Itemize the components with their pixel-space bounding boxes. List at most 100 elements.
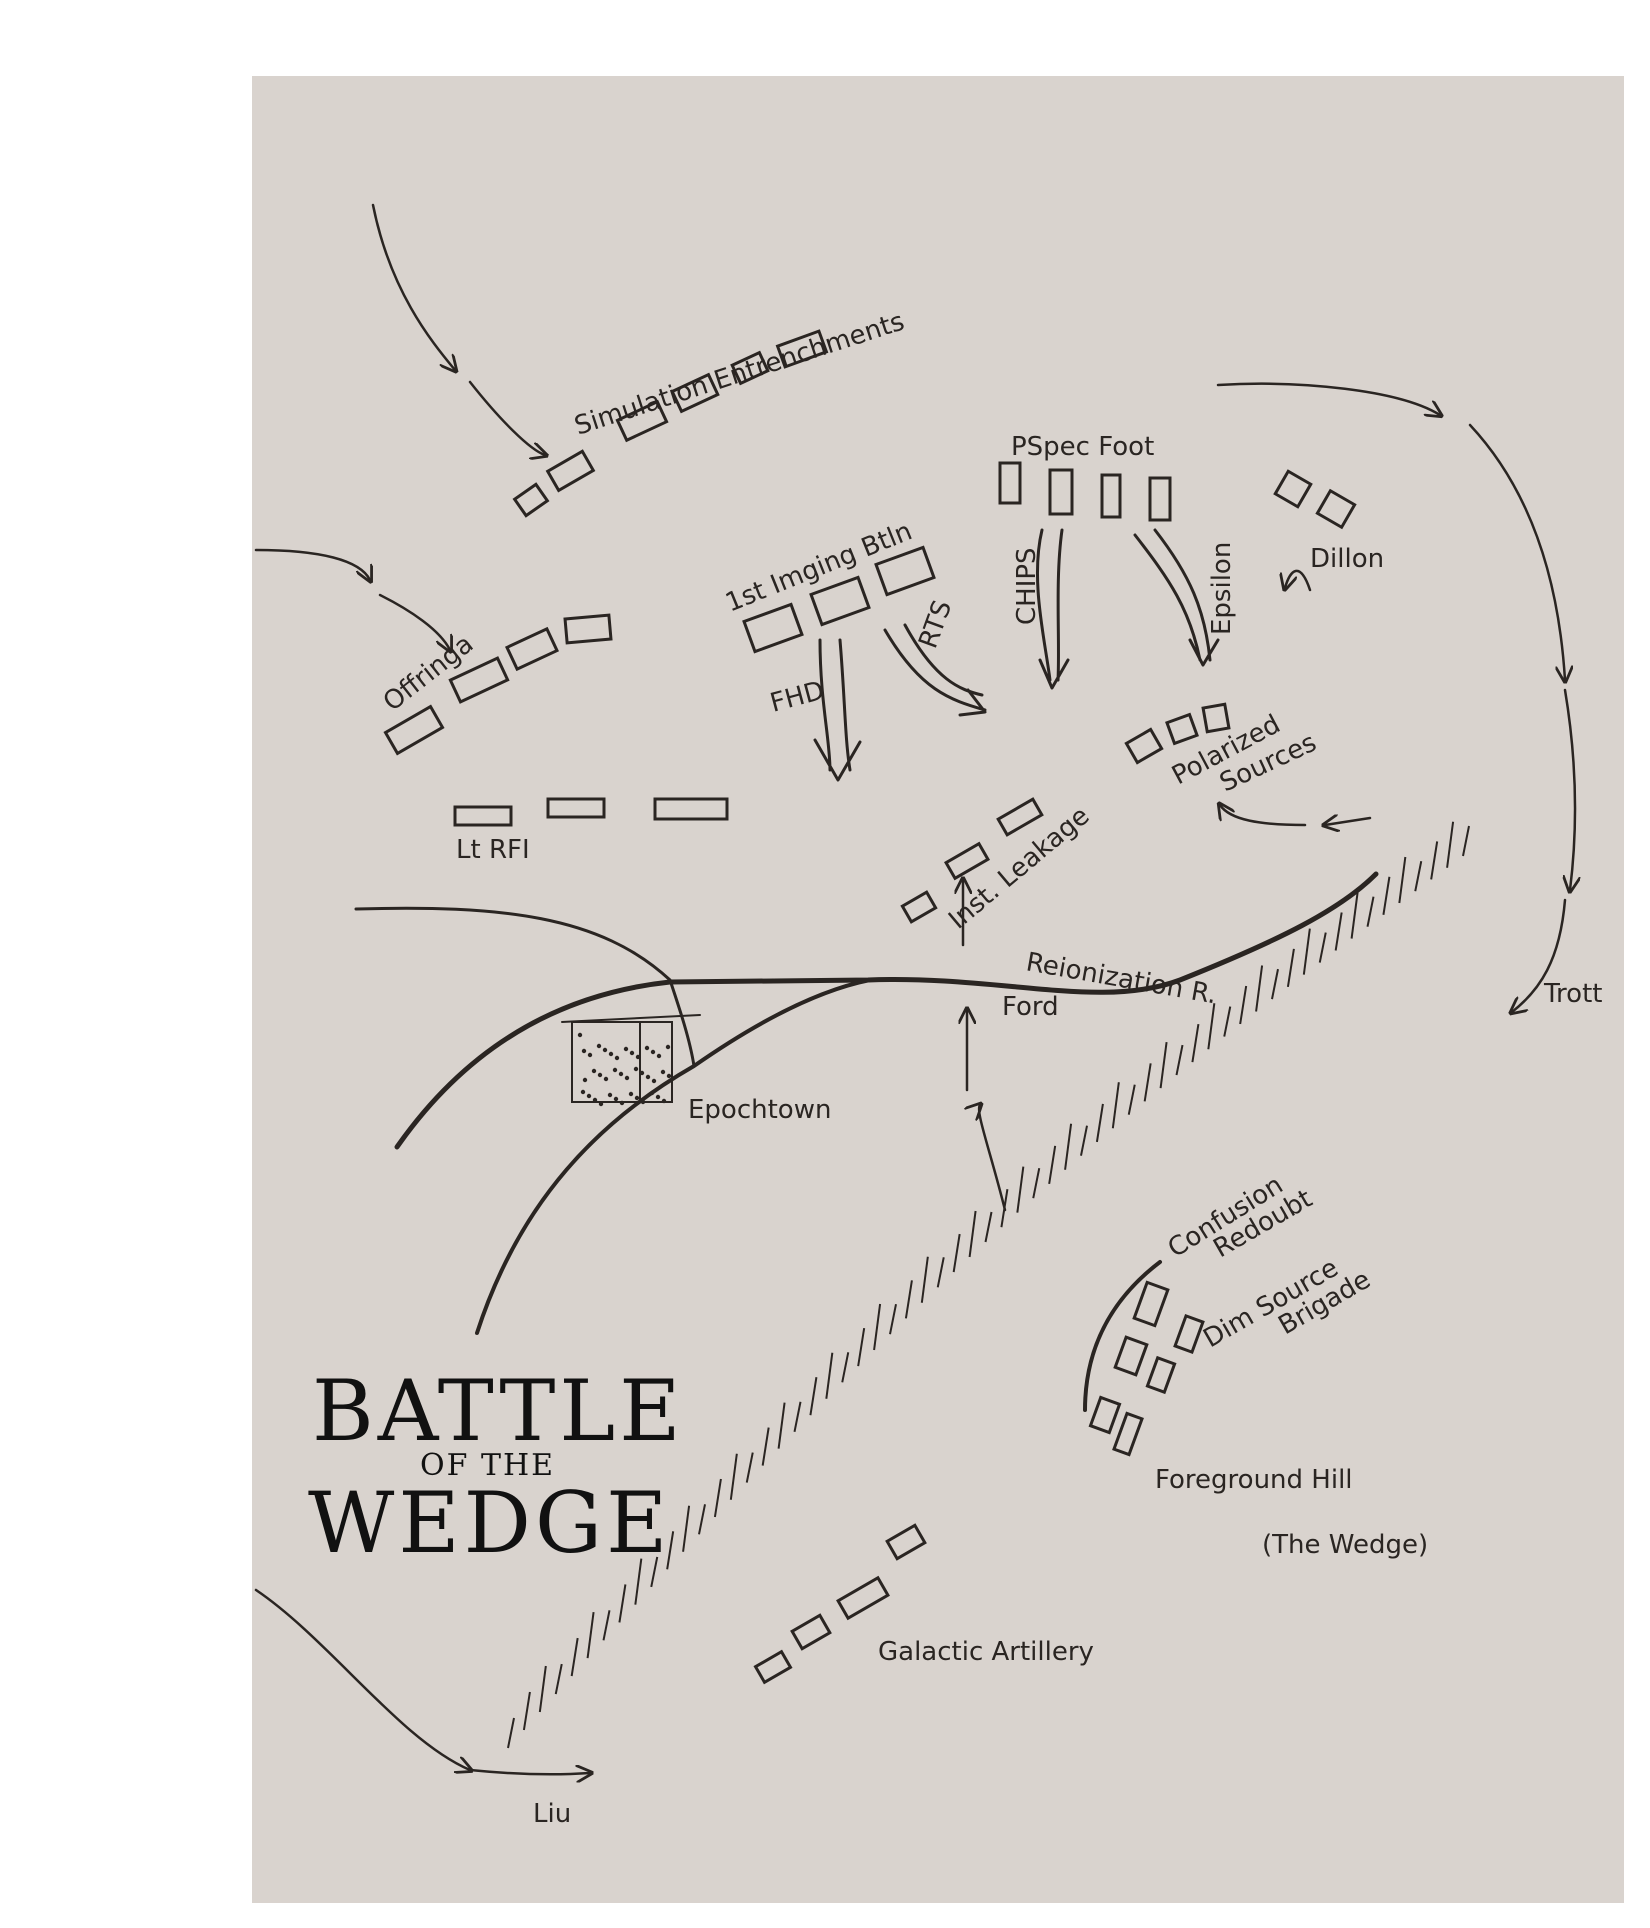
ridge-hatch-mark [1271, 968, 1279, 1000]
ridge-hatch-mark [1255, 965, 1264, 1012]
ridge-hatch-mark [809, 1377, 818, 1416]
ridge-hatch-mark [1048, 1145, 1057, 1185]
town-dot [623, 1046, 629, 1052]
town-dot [613, 1096, 619, 1102]
ridge-hatch-mark [1175, 1044, 1184, 1076]
paper-sheet [252, 76, 1624, 1903]
ridge-hatch-mark [522, 1691, 531, 1731]
ridge-hatch-mark [1064, 1123, 1073, 1170]
town-dot [633, 1066, 639, 1072]
town-dot [666, 1073, 672, 1079]
label-epochtown: Epochtown [688, 1095, 831, 1125]
label-pspec-foot: PSpec Foot [1011, 432, 1154, 462]
ridge-hatch-mark [777, 1402, 786, 1449]
town-dot [614, 1055, 620, 1061]
town-dot [581, 1048, 587, 1054]
ridge-hatch-mark [650, 1556, 659, 1588]
town-dot [596, 1043, 602, 1049]
ridge-hatch-mark [586, 1612, 595, 1659]
ridge-hatching [507, 821, 1470, 1749]
town-dot [660, 1069, 666, 1075]
ridge-hatch-mark [952, 1233, 961, 1273]
town-dot [580, 1089, 586, 1095]
label-foreground-hill: Foreground Hill [1155, 1465, 1353, 1495]
town-dot [598, 1101, 604, 1107]
label-liu: Liu [533, 1799, 571, 1829]
ridge-hatch-mark [713, 1478, 722, 1518]
ridge-hatch-mark [1207, 1003, 1216, 1050]
ridge-hatch-mark [1350, 892, 1359, 939]
ridge-hatch-mark [1080, 1125, 1088, 1156]
ridge-hatch-mark [793, 1401, 802, 1433]
town-dot [649, 1090, 655, 1096]
ridge-hatch-mark [729, 1453, 738, 1500]
town-dot [587, 1052, 593, 1058]
ridge-hatch-mark [761, 1427, 770, 1466]
town-dot [634, 1095, 640, 1101]
town-dot [655, 1094, 661, 1100]
label-dillon: Dillon [1310, 544, 1384, 574]
town-dot [665, 1044, 671, 1050]
ridge-hatch-mark [904, 1280, 913, 1319]
ridge-hatch-mark [1430, 841, 1439, 880]
town-dot [577, 1032, 583, 1038]
ridge-hatch-mark [1095, 1103, 1104, 1143]
ridge-hatch-mark [889, 1303, 897, 1335]
town-dot [607, 1092, 613, 1098]
ridge-hatch-mark [538, 1665, 547, 1713]
ridge-hatch-mark [698, 1504, 706, 1535]
ridge-hatch-mark [1414, 861, 1423, 892]
ridge-hatch-mark [1111, 1082, 1120, 1129]
ridge-hatch-mark [602, 1610, 611, 1641]
title-battle: BATTLE [312, 1362, 685, 1460]
title-of-the: OF THE [420, 1448, 555, 1483]
title-wedge: WEDGE [308, 1474, 671, 1572]
label-trott: Trott [1543, 979, 1602, 1009]
town-dot [591, 1068, 597, 1074]
town-dot [650, 1049, 656, 1055]
ridge-hatch-mark [745, 1452, 754, 1483]
ridge-hatch-mark [1239, 985, 1248, 1025]
town-dot [603, 1076, 609, 1082]
town-dot [628, 1091, 634, 1097]
ridge-hatch-mark [1016, 1166, 1025, 1213]
ridge-hatch-mark [618, 1584, 627, 1623]
ridge-hatch-mark [1382, 876, 1391, 915]
town-dot [639, 1070, 645, 1076]
ridge-hatch-mark [936, 1257, 945, 1288]
ridge-hatch-mark [920, 1256, 929, 1303]
town-dot [635, 1054, 641, 1060]
town-dot [629, 1050, 635, 1056]
ridge-hatch-mark [825, 1352, 834, 1399]
ridge-hatch-mark [1286, 948, 1295, 988]
ridge-hatch-mark [1191, 1023, 1200, 1063]
label-epsilon: Epsilon [1207, 542, 1237, 635]
ridge-hatch-mark [570, 1637, 579, 1677]
ridge-hatch-mark [984, 1211, 993, 1243]
epochtown-marker [561, 1014, 701, 1107]
label-lt-rfi: Lt RFI [456, 835, 530, 865]
unit-blocks [383, 329, 1357, 1685]
ridge-hatch-mark [841, 1352, 850, 1383]
town-dot [597, 1072, 603, 1078]
town-dot [651, 1078, 657, 1084]
label-chips: CHIPS [1012, 547, 1042, 625]
town-dot [624, 1075, 630, 1081]
ridge-hatch-mark [1318, 932, 1327, 963]
town-dot [645, 1074, 651, 1080]
town-dot [592, 1097, 598, 1103]
ridge-hatch-mark [1366, 896, 1375, 927]
ridge-hatch-mark [1446, 821, 1455, 868]
town-dot [582, 1077, 588, 1083]
town-dot [644, 1045, 650, 1051]
label-the-wedge: (The Wedge) [1262, 1530, 1428, 1560]
ridge-hatch-mark [1159, 1042, 1168, 1089]
ridge-hatch-mark [968, 1210, 977, 1258]
reionization-river [394, 871, 1379, 1150]
ridge-hatch-mark [873, 1303, 882, 1351]
town-dot [640, 1099, 646, 1105]
ridge-hatch-mark [857, 1327, 866, 1367]
ridge-hatch-mark [1462, 825, 1470, 857]
ridge-hatch-mark [634, 1558, 643, 1605]
